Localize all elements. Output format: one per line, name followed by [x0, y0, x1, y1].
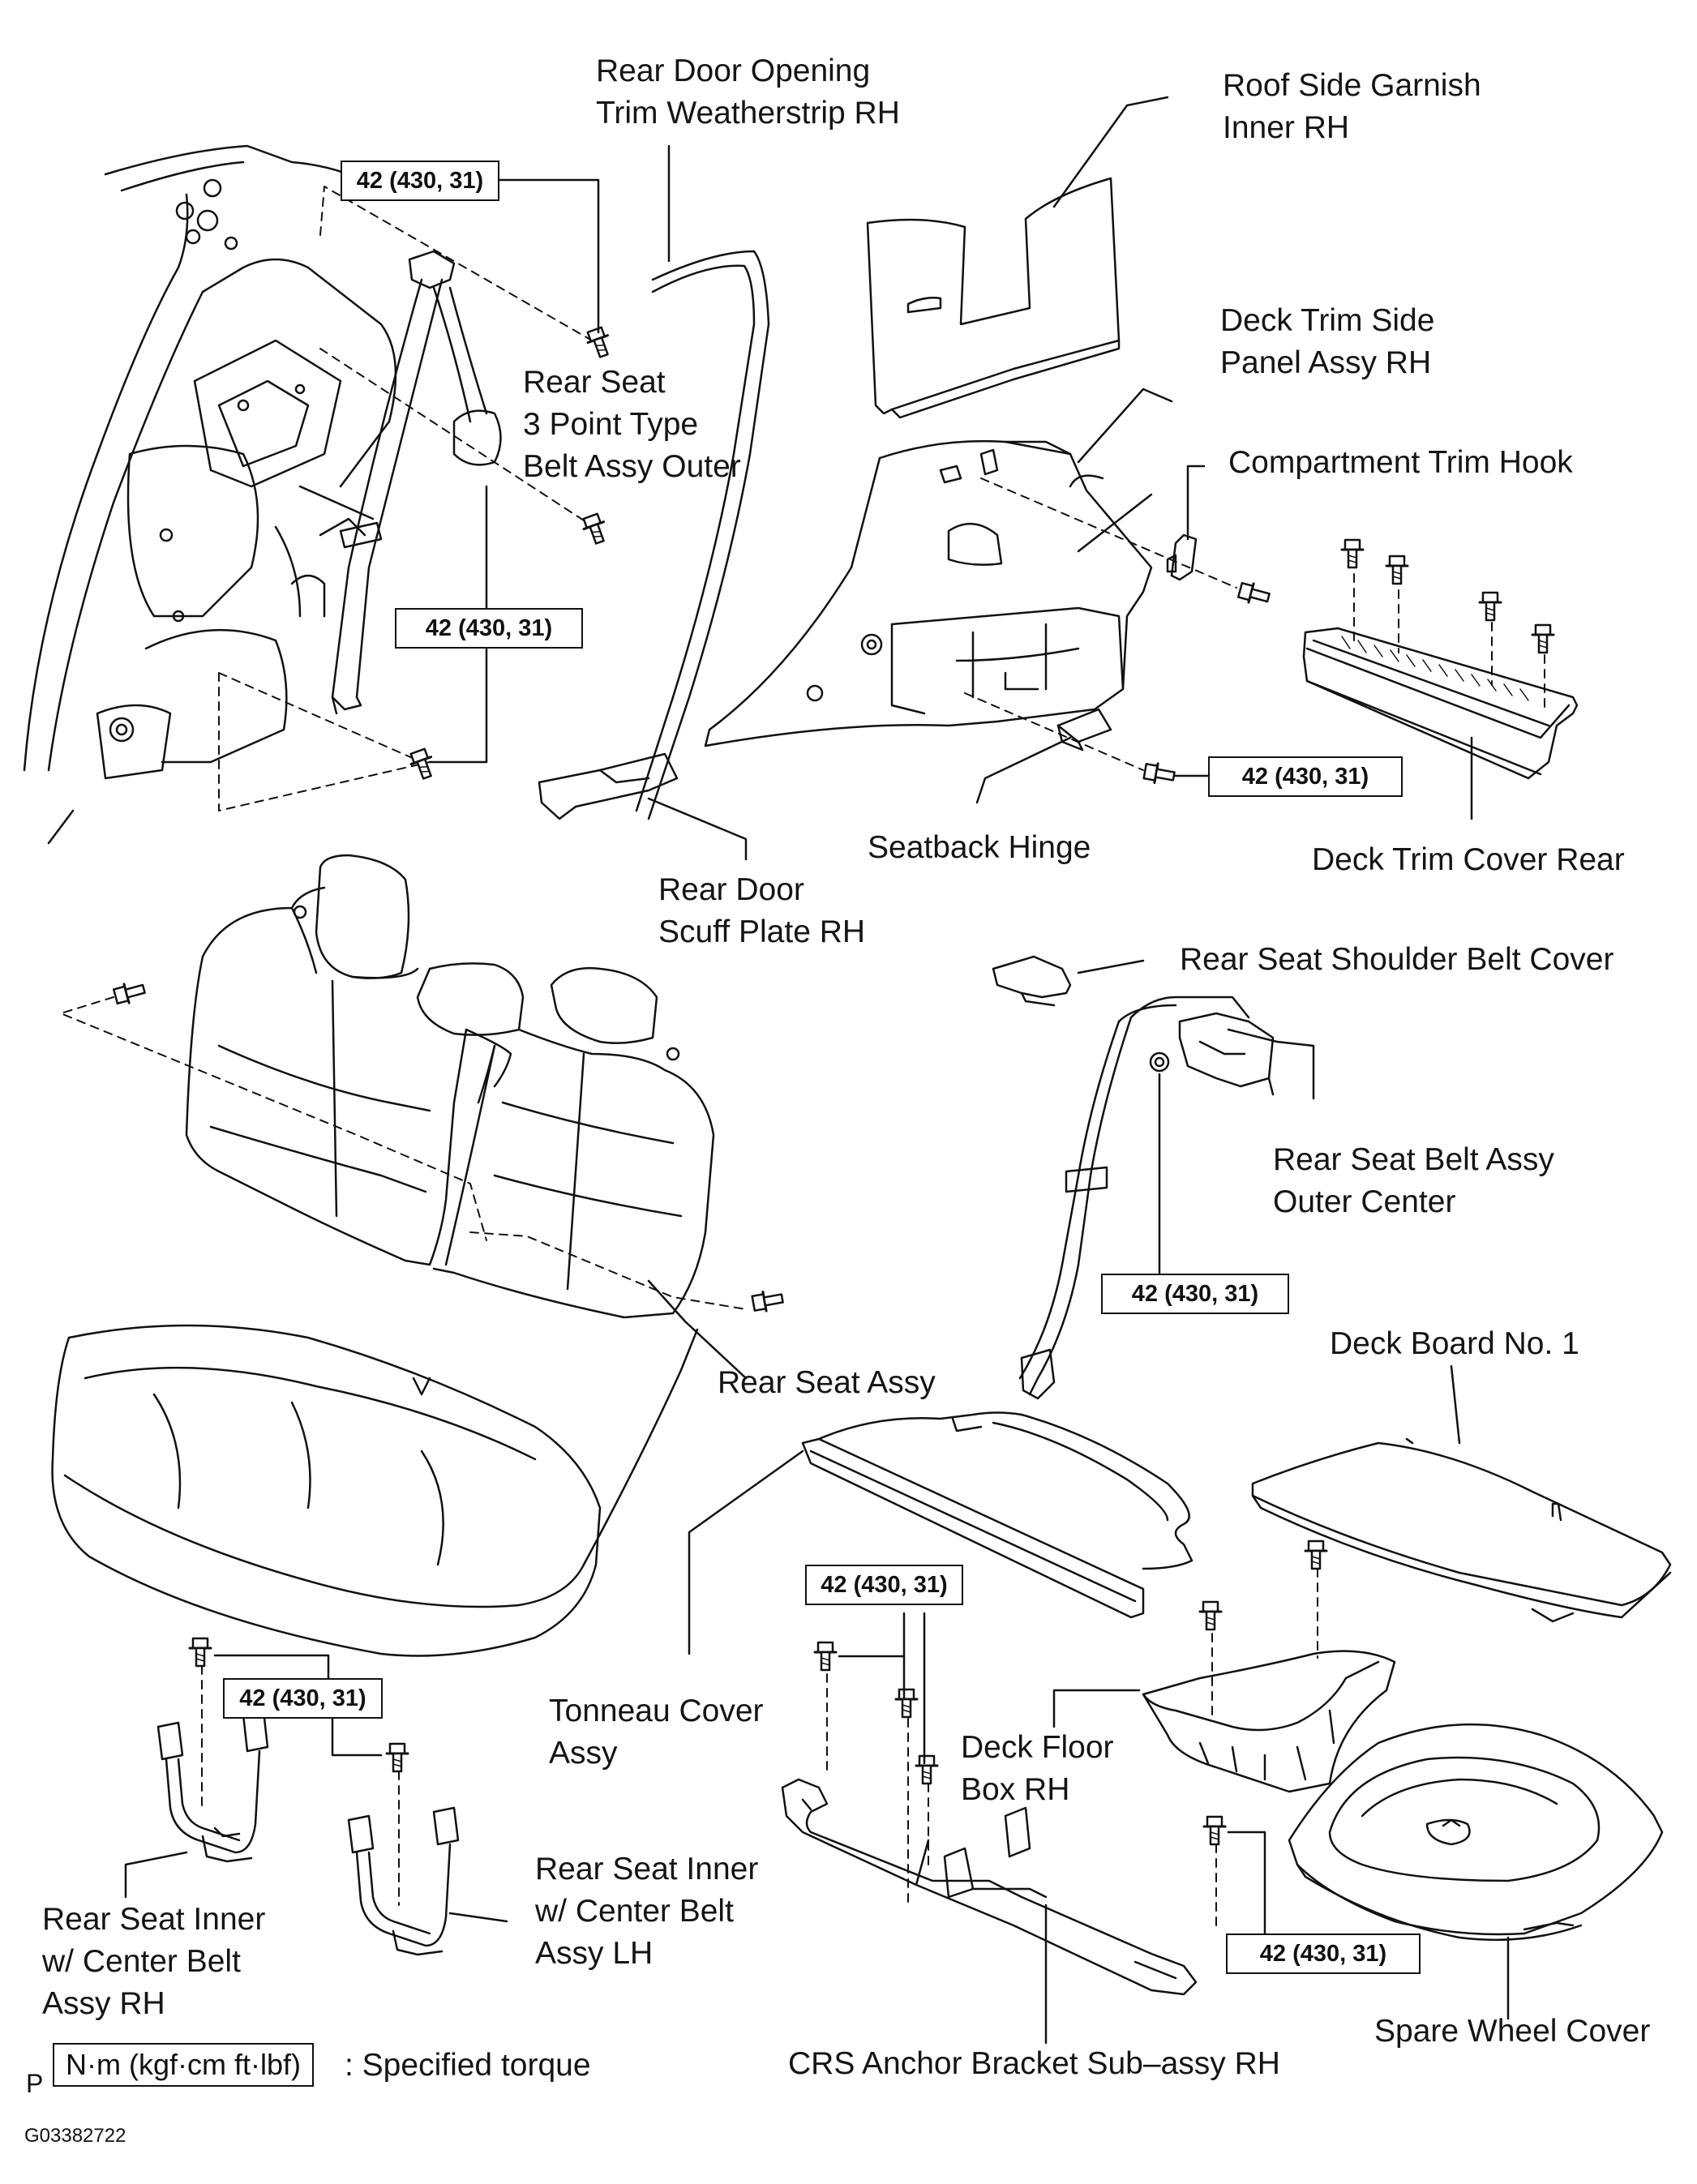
compartment-hook	[980, 465, 1272, 609]
deck-board	[1251, 1364, 1672, 1623]
label-deck-board-no1: Deck Board No. 1	[1330, 1326, 1579, 1361]
label-outer-center-belt: Rear Seat Belt Assy Outer Center	[1273, 1142, 1554, 1219]
label-deck-floor-box: Deck Floor Box RH	[961, 1730, 1114, 1807]
deck-floor-box	[1052, 1540, 1396, 1793]
figure-code: G03382722	[24, 2125, 126, 2147]
torque-box-seatback-hinge: 42 (430, 31)	[1208, 756, 1403, 797]
torque-box-crs-upper: 42 (430, 31)	[805, 1565, 963, 1605]
torque-box-belt-upper: 42 (430, 31)	[341, 161, 499, 201]
torque-box-center-belt: 42 (430, 31)	[223, 1678, 383, 1719]
label-deck-trim-cover-rear: Deck Trim Cover Rear	[1312, 842, 1625, 877]
seat-back	[185, 854, 748, 1380]
legend-text: : Specified torque	[345, 2048, 591, 2083]
legend-unit-box: N·m (kgf·cm ft·lbf)	[53, 2043, 314, 2087]
label-seatback-hinge: Seatback Hinge	[868, 830, 1091, 865]
center-belt-rh	[124, 1637, 330, 1899]
deck-trim-panel	[704, 388, 1173, 747]
shoulder-belt-cover	[992, 955, 1145, 1007]
crs-anchor-bracket	[781, 1612, 1266, 2045]
label-shoulder-belt-cover: Rear Seat Shoulder Belt Cover	[1180, 942, 1614, 977]
legend-prefix: P	[26, 2069, 44, 2098]
label-deck-trim-side-panel: Deck Trim Side Panel Assy RH	[1220, 303, 1435, 380]
label-rear-seat-inner-lh: Rear Seat Inner w/ Center Belt Assy LH	[535, 1852, 759, 1971]
torque-box-crs-lower: 42 (430, 31)	[1226, 1933, 1421, 1974]
center-belt-lh	[331, 1714, 508, 1956]
label-rear-seat-inner-rh: Rear Seat Inner w/ Center Belt Assy RH	[42, 1902, 266, 2021]
label-spare-wheel-cover: Spare Wheel Cover	[1374, 2014, 1651, 2049]
weatherstrip	[635, 144, 770, 820]
label-rear-door-opening-trim: Rear Door Opening Trim Weatherstrip RH	[596, 54, 900, 131]
label-rear-seat-3pt-belt: Rear Seat 3 Point Type Belt Assy Outer	[523, 365, 741, 484]
torque-box-belt-middle: 42 (430, 31)	[395, 608, 583, 649]
outer-center-belt	[1018, 996, 1315, 1400]
spare-wheel-cover	[1288, 1723, 1664, 2020]
label-rear-seat-assy: Rear Seat Assy	[718, 1365, 936, 1400]
tonneau-cover	[688, 1411, 1193, 1655]
scuff-plate	[538, 752, 748, 861]
three-point-belt	[331, 250, 502, 715]
roof-garnish	[866, 96, 1169, 419]
deck-trim-cover	[1302, 538, 1579, 820]
torque-box-outer-center-belt: 42 (430, 31)	[1101, 1274, 1289, 1314]
seat-cushion	[51, 1324, 699, 1657]
seatback-hinge	[964, 692, 1210, 804]
label-tonneau-cover: Tonneau Cover Assy	[549, 1694, 764, 1771]
label-roof-side-garnish: Roof Side Garnish Inner RH	[1223, 68, 1481, 145]
label-rear-door-scuff-plate: Rear Door Scuff Plate RH	[658, 872, 866, 949]
label-crs-anchor-bracket: CRS Anchor Bracket Sub–assy RH	[788, 2046, 1280, 2081]
label-compartment-trim-hook: Compartment Trim Hook	[1228, 445, 1573, 480]
body-side-panel	[23, 144, 397, 845]
